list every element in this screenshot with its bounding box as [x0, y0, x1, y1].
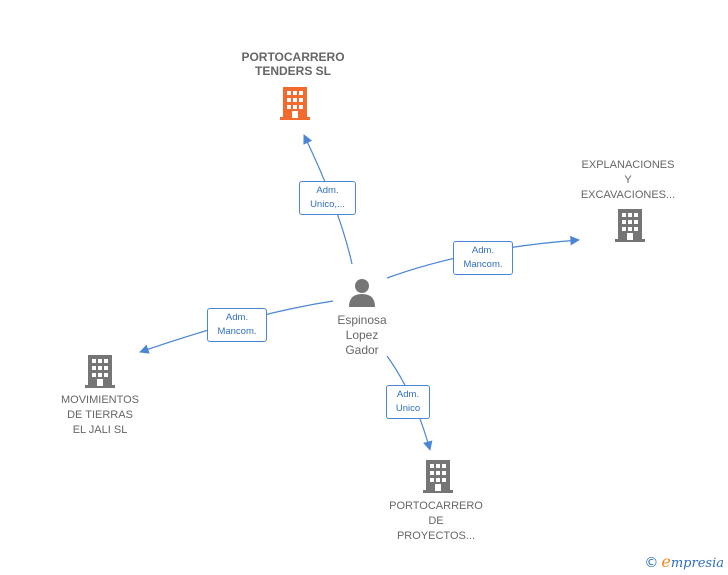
company-name-line: TENDERS SL: [254, 64, 331, 78]
relation-line: Mancom.: [217, 326, 257, 337]
building-icon[interactable]: [279, 85, 311, 121]
building-icon[interactable]: [422, 458, 454, 494]
company-name-line: EL JALI SL: [72, 424, 128, 436]
company-name-line: EXPLANACIONES: [581, 159, 675, 171]
company-label-tenders[interactable]: PORTOCARRERO TENDERS SL: [222, 50, 364, 78]
relation-label-proyectos[interactable]: Adm. Unico: [386, 385, 430, 419]
person-label[interactable]: Espinosa Lopez Gador: [320, 313, 404, 358]
company-label-explanaciones[interactable]: EXPLANACIONES Y EXCAVACIONES...: [565, 158, 691, 203]
company-name-line: DE: [428, 515, 444, 527]
building-icon[interactable]: [84, 353, 116, 389]
brand-logo[interactable]: ©empresia: [644, 552, 724, 571]
relation-line: Unico,...: [310, 199, 345, 210]
company-label-movimientos[interactable]: MOVIMIENTOS DE TIERRAS EL JALI SL: [40, 393, 160, 438]
relation-line: Adm.: [225, 312, 249, 323]
person-name-line: Espinosa: [337, 313, 387, 327]
person-icon[interactable]: [346, 277, 378, 309]
relation-line: Unico: [395, 403, 421, 414]
company-label-proyectos[interactable]: PORTOCARRERO DE PROYECTOS...: [376, 499, 496, 544]
person-name-line: Lopez: [345, 328, 379, 342]
brand-name: mpresia: [670, 556, 724, 571]
relation-line: Adm.: [316, 185, 339, 196]
relation-label-tenders[interactable]: Adm. Unico,...: [299, 181, 356, 215]
person-name-line: Gador: [345, 343, 379, 357]
company-name-line: EXCAVACIONES...: [580, 189, 676, 201]
copyright-icon: ©: [644, 555, 659, 571]
company-name-line: PROYECTOS...: [396, 530, 476, 542]
brand-initial: e: [661, 552, 671, 571]
company-name-line: DE TIERRAS: [67, 409, 133, 421]
relation-line: Adm.: [471, 245, 495, 256]
company-name-line: PORTOCARRERO: [389, 500, 483, 512]
building-icon[interactable]: [614, 207, 646, 243]
company-name-line: PORTOCARRERO: [241, 50, 345, 64]
company-name-line: MOVIMIENTOS: [60, 394, 140, 406]
relation-line: Adm.: [396, 389, 420, 400]
relation-label-explanaciones[interactable]: Adm. Mancom.: [453, 241, 513, 275]
company-name-line: Y: [624, 174, 632, 186]
relation-line: Mancom.: [463, 259, 503, 270]
relation-label-movimientos[interactable]: Adm. Mancom.: [207, 308, 267, 342]
